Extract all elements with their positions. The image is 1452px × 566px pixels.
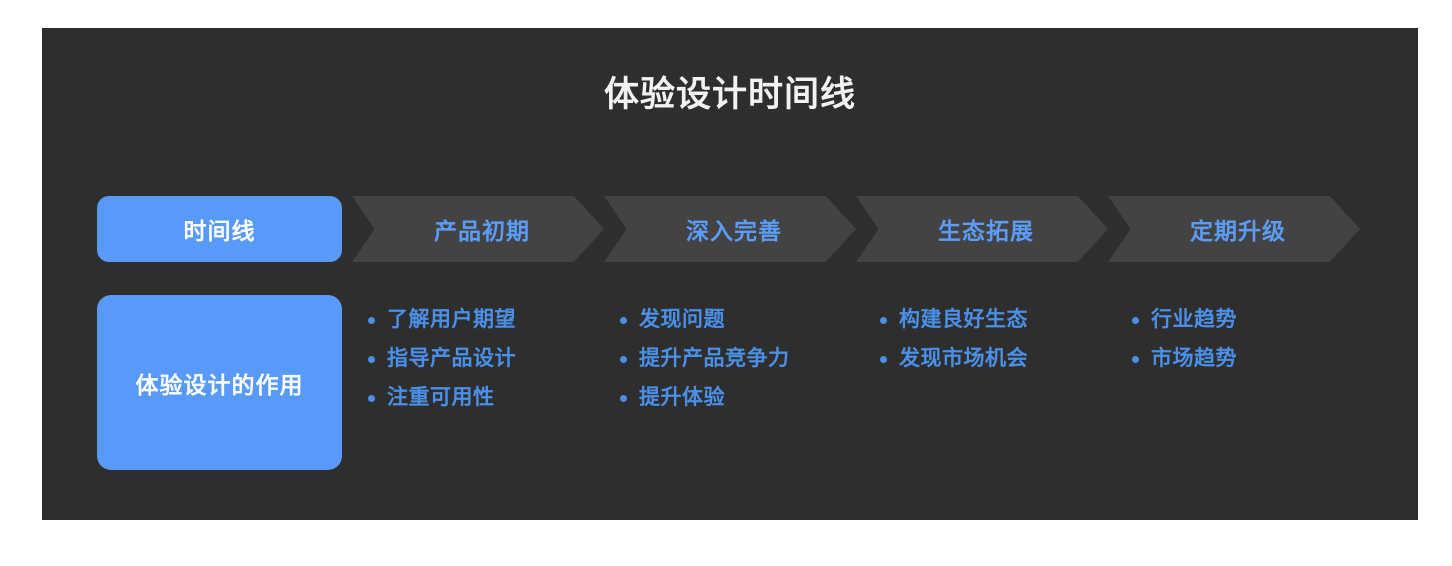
list-item-label: 市场趋势 xyxy=(1151,347,1237,370)
stage-row: 时间线 产品初期 深入完善 生态拓展 定期升级 xyxy=(42,196,1418,262)
list-item-label: 注重可用性 xyxy=(387,386,495,409)
list-item-label: 了解用户期望 xyxy=(387,308,516,331)
bullet-dot-icon xyxy=(368,356,375,363)
bullet-dot-icon xyxy=(1132,356,1139,363)
stage-label-timeline[interactable]: 时间线 xyxy=(97,196,342,262)
list-item-label: 构建良好生态 xyxy=(899,308,1028,331)
bullet-column-1: 了解用户期望 指导产品设计 注重可用性 xyxy=(368,305,618,422)
stage-chevron-2-label: 深入完善 xyxy=(686,218,782,244)
bullet-dot-icon xyxy=(620,356,627,363)
bullet-dot-icon xyxy=(368,317,375,324)
page-title: 体验设计时间线 xyxy=(603,75,856,114)
bullet-dot-icon xyxy=(368,395,375,402)
list-item-label: 指导产品设计 xyxy=(387,347,516,370)
row-label-role-text: 体验设计的作用 xyxy=(135,371,304,398)
list-item: 市场趋势 xyxy=(1132,344,1382,374)
list-item-label: 提升产品竞争力 xyxy=(639,347,790,370)
list-item: 行业趋势 xyxy=(1132,305,1382,335)
bullet-dot-icon xyxy=(620,395,627,402)
row-label-role[interactable]: 体验设计的作用 xyxy=(97,295,342,470)
list-item: 了解用户期望 xyxy=(368,305,618,335)
list-item: 发现市场机会 xyxy=(880,344,1130,374)
stage-chevron-3-label: 生态拓展 xyxy=(938,218,1034,244)
list-item: 构建良好生态 xyxy=(880,305,1130,335)
bullet-column-3: 构建良好生态 发现市场机会 xyxy=(880,305,1130,383)
list-item-label: 行业趋势 xyxy=(1151,308,1237,331)
list-item-label: 发现市场机会 xyxy=(899,347,1028,370)
list-item: 提升体验 xyxy=(620,383,870,413)
list-item: 提升产品竞争力 xyxy=(620,344,870,374)
list-item: 注重可用性 xyxy=(368,383,618,413)
bullet-dot-icon xyxy=(1132,317,1139,324)
bullet-column-4: 行业趋势 市场趋势 xyxy=(1132,305,1382,383)
detail-row: 体验设计的作用 了解用户期望 指导产品设计 注重可用性 xyxy=(42,295,1418,470)
bullet-dot-icon xyxy=(880,317,887,324)
stage-chevron-4-label: 定期升级 xyxy=(1190,218,1286,244)
stage-chevron-2[interactable]: 深入完善 xyxy=(604,196,856,262)
stage-chevron-1[interactable]: 产品初期 xyxy=(352,196,604,262)
stage-chevron-4[interactable]: 定期升级 xyxy=(1108,196,1360,262)
stage-label-timeline-text: 时间线 xyxy=(183,218,256,244)
stage-chevron-3[interactable]: 生态拓展 xyxy=(856,196,1108,262)
list-item: 指导产品设计 xyxy=(368,344,618,374)
stage-chevron-1-label: 产品初期 xyxy=(434,218,530,244)
bullet-column-2: 发现问题 提升产品竞争力 提升体验 xyxy=(620,305,870,422)
timeline-panel: 体验设计时间线 时间线 产品初期 深入完善 生态拓展 定期升级 体验设计的作用 xyxy=(42,28,1418,520)
bullet-dot-icon xyxy=(880,356,887,363)
bullet-dot-icon xyxy=(620,317,627,324)
list-item: 发现问题 xyxy=(620,305,870,335)
list-item-label: 提升体验 xyxy=(639,386,725,409)
list-item-label: 发现问题 xyxy=(639,308,725,331)
